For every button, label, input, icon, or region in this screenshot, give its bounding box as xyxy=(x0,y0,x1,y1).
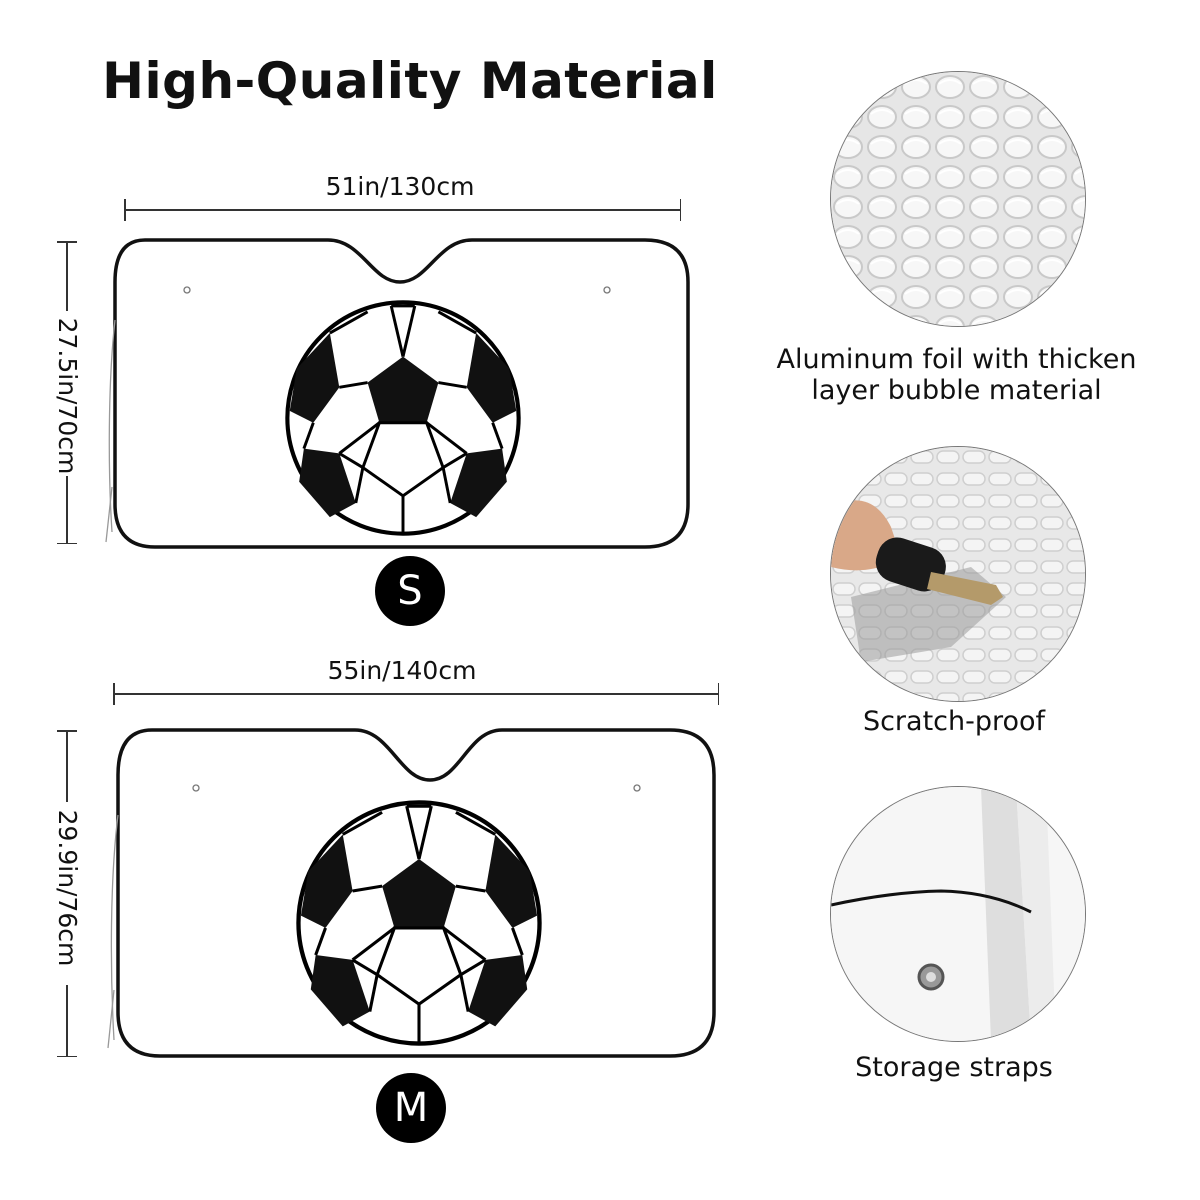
s-width-dimension-line xyxy=(124,199,681,221)
soccer-ball-medium xyxy=(296,800,542,1046)
m-width-dimension-line xyxy=(113,683,719,705)
key-scratching-foil-icon xyxy=(830,446,1086,702)
size-s-badge: S xyxy=(375,556,445,626)
m-height-dimension-line xyxy=(57,730,77,1057)
soccer-ball-graphic xyxy=(285,300,521,536)
soccer-ball-small xyxy=(285,300,521,536)
soccer-ball-graphic xyxy=(296,800,542,1046)
page-title: High-Quality Material xyxy=(102,52,718,110)
feature-label-straps: Storage straps xyxy=(855,1052,1053,1083)
feature-label-scratch: Scratch-proof xyxy=(862,706,1046,737)
size-m-badge: M xyxy=(376,1073,446,1143)
m-width-label: 55in/140cm xyxy=(327,656,477,685)
storage-strap-closeup-icon xyxy=(830,786,1086,1042)
bubble-foil-closeup-icon xyxy=(830,71,1086,327)
s-height-label: 27.5in/70cm xyxy=(53,317,82,475)
m-height-label: 29.9in/76cm xyxy=(53,809,82,967)
s-width-label: 51in/130cm xyxy=(325,172,475,201)
feature-label-foil: Aluminum foil with thicken layer bubble … xyxy=(776,344,1137,406)
s-height-dimension-line xyxy=(57,241,77,544)
